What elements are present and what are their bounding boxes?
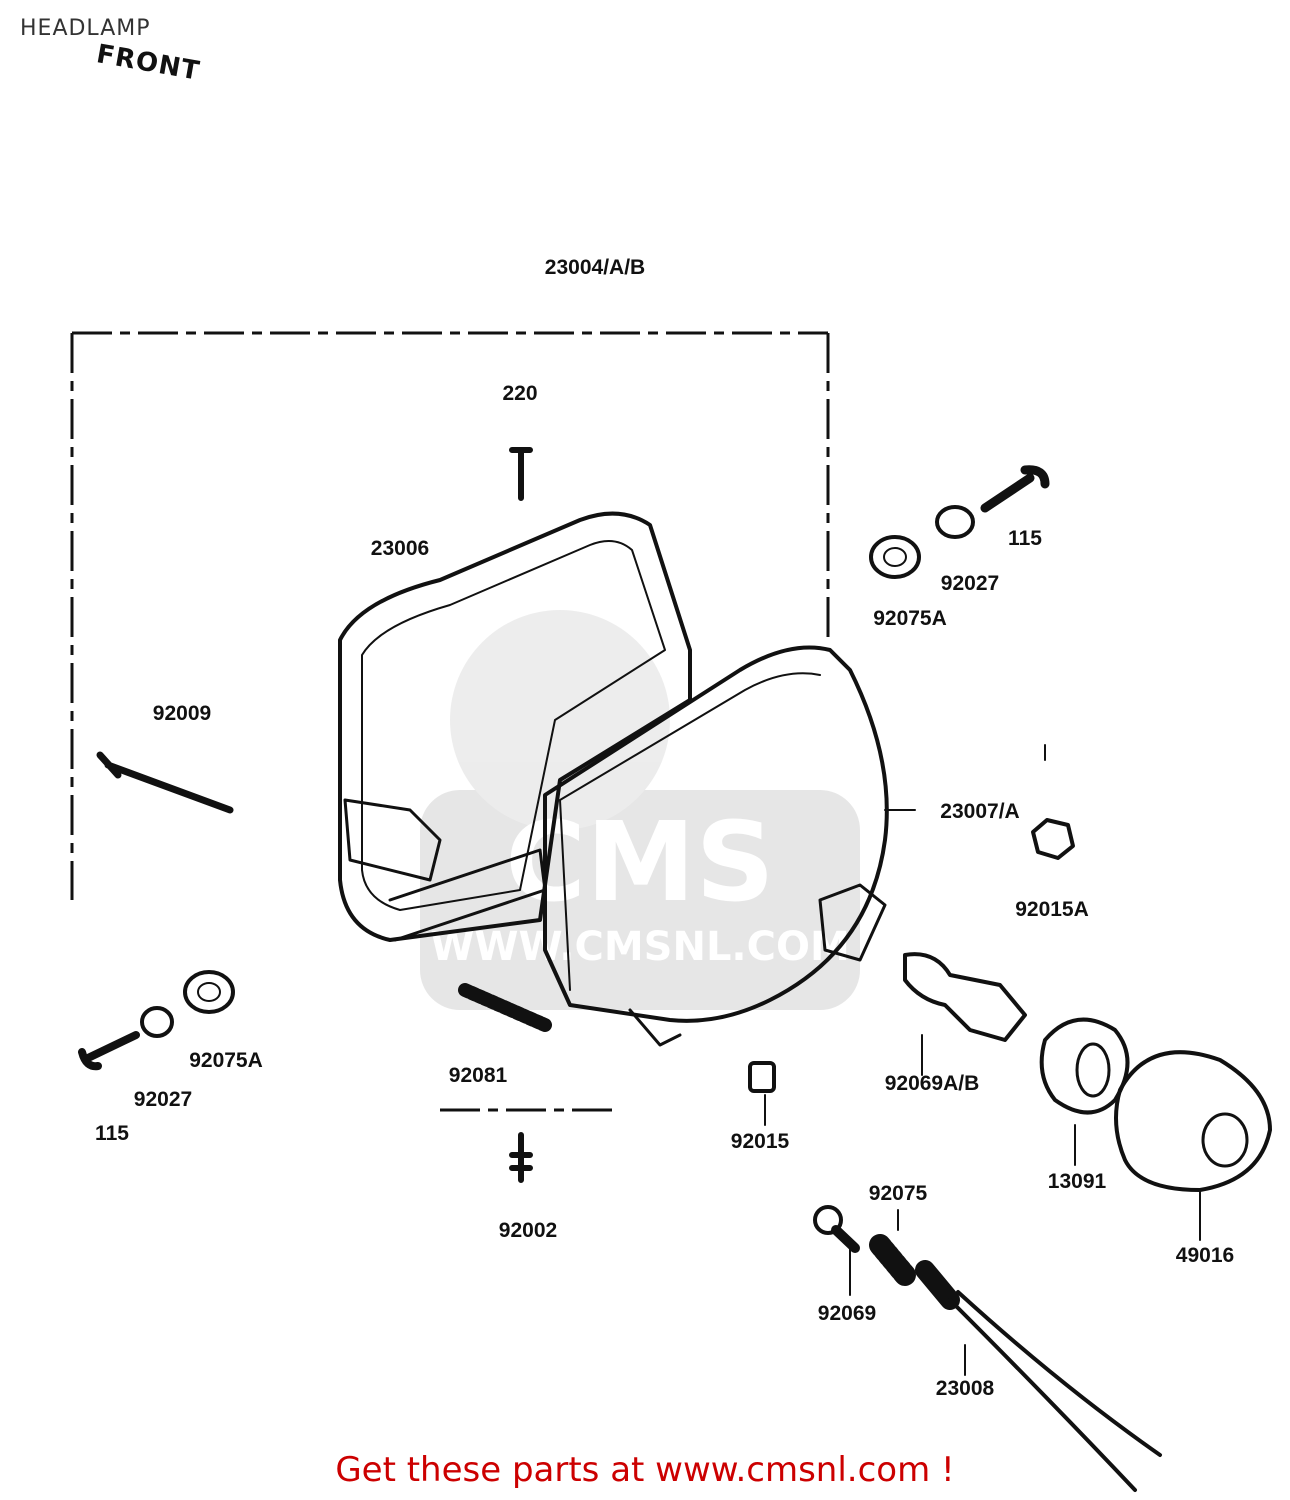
- bulb-socket: [1039, 1017, 1130, 1115]
- label-housing: 23006: [371, 537, 429, 560]
- label-pilot-bulb: 92069: [818, 1302, 876, 1325]
- lamp-unit-rim: [559, 672, 821, 991]
- rear-cover: [1114, 1050, 1272, 1192]
- label-nut-small: 92015: [731, 1130, 790, 1153]
- label-washer-right: 92027: [941, 572, 999, 595]
- wire-socket: [915, 1260, 960, 1310]
- damper-right: [869, 535, 921, 579]
- pilot-bulb: [813, 1205, 843, 1235]
- label-socket: 13091: [1048, 1170, 1107, 1193]
- wire-lead-a: [948, 1298, 1137, 1492]
- lamp-unit: [543, 645, 889, 1023]
- label-cover: 49016: [1176, 1244, 1234, 1267]
- watermark-url: WWW.CMSNL.COM: [430, 924, 850, 970]
- nut-right: [1031, 818, 1075, 860]
- label-screw-bottom: 92002: [499, 1219, 557, 1242]
- label-spring: 92081: [449, 1064, 508, 1087]
- label-long-bolt: 92009: [153, 702, 211, 725]
- headlamp-bulb: [903, 952, 1027, 1042]
- part-labels: 23004/A/B 220 23006 115 92027 92075A 920…: [95, 256, 1234, 1400]
- headlamp-housing: [338, 511, 692, 942]
- screw-top: [509, 447, 533, 501]
- washer-right: [935, 505, 975, 539]
- label-assembly: 23004/A/B: [545, 256, 645, 279]
- label-bulb: 92069A/B: [885, 1072, 980, 1095]
- nut-small: [748, 1061, 776, 1093]
- label-washer-left: 92027: [134, 1088, 192, 1111]
- housing-lower-frame: [388, 848, 547, 942]
- damper-left: [183, 970, 235, 1014]
- long-bolt: [96, 751, 234, 814]
- housing-bracket: [343, 798, 442, 882]
- spring: [458, 983, 552, 1032]
- label-bolt-right: 115: [1008, 527, 1042, 550]
- lamp-mount-tab: [818, 883, 887, 962]
- label-damper-right: 92075A: [873, 607, 947, 630]
- washer-left: [140, 1006, 174, 1038]
- screw-bottom: [509, 1132, 533, 1183]
- watermark: CMS WWW.CMSNL.COM: [420, 610, 860, 1010]
- label-screw-top: 220: [502, 382, 537, 405]
- grommet: [869, 1234, 916, 1286]
- label-lamp-unit: 23007/A: [940, 800, 1019, 823]
- footer-parts-link[interactable]: Get these parts at www.cmsnl.com !: [335, 1450, 955, 1490]
- page-title: HEADLAMP: [20, 16, 151, 41]
- lamp-lower-tab: [628, 1008, 682, 1047]
- bolt-left: [78, 1031, 140, 1071]
- housing-inner-rim: [361, 540, 666, 911]
- bolt-right: [980, 465, 1050, 513]
- label-wire-socket: 23008: [936, 1377, 995, 1400]
- label-grommet: 92075: [869, 1182, 928, 1205]
- label-bolt-left: 115: [95, 1122, 129, 1145]
- assembly-boundary: [70, 331, 830, 1112]
- label-damper-left: 92075A: [189, 1049, 263, 1072]
- wire-lead-b: [956, 1290, 1162, 1457]
- label-nut-right: 92015A: [1015, 898, 1089, 921]
- leader-lines: [764, 744, 1201, 1376]
